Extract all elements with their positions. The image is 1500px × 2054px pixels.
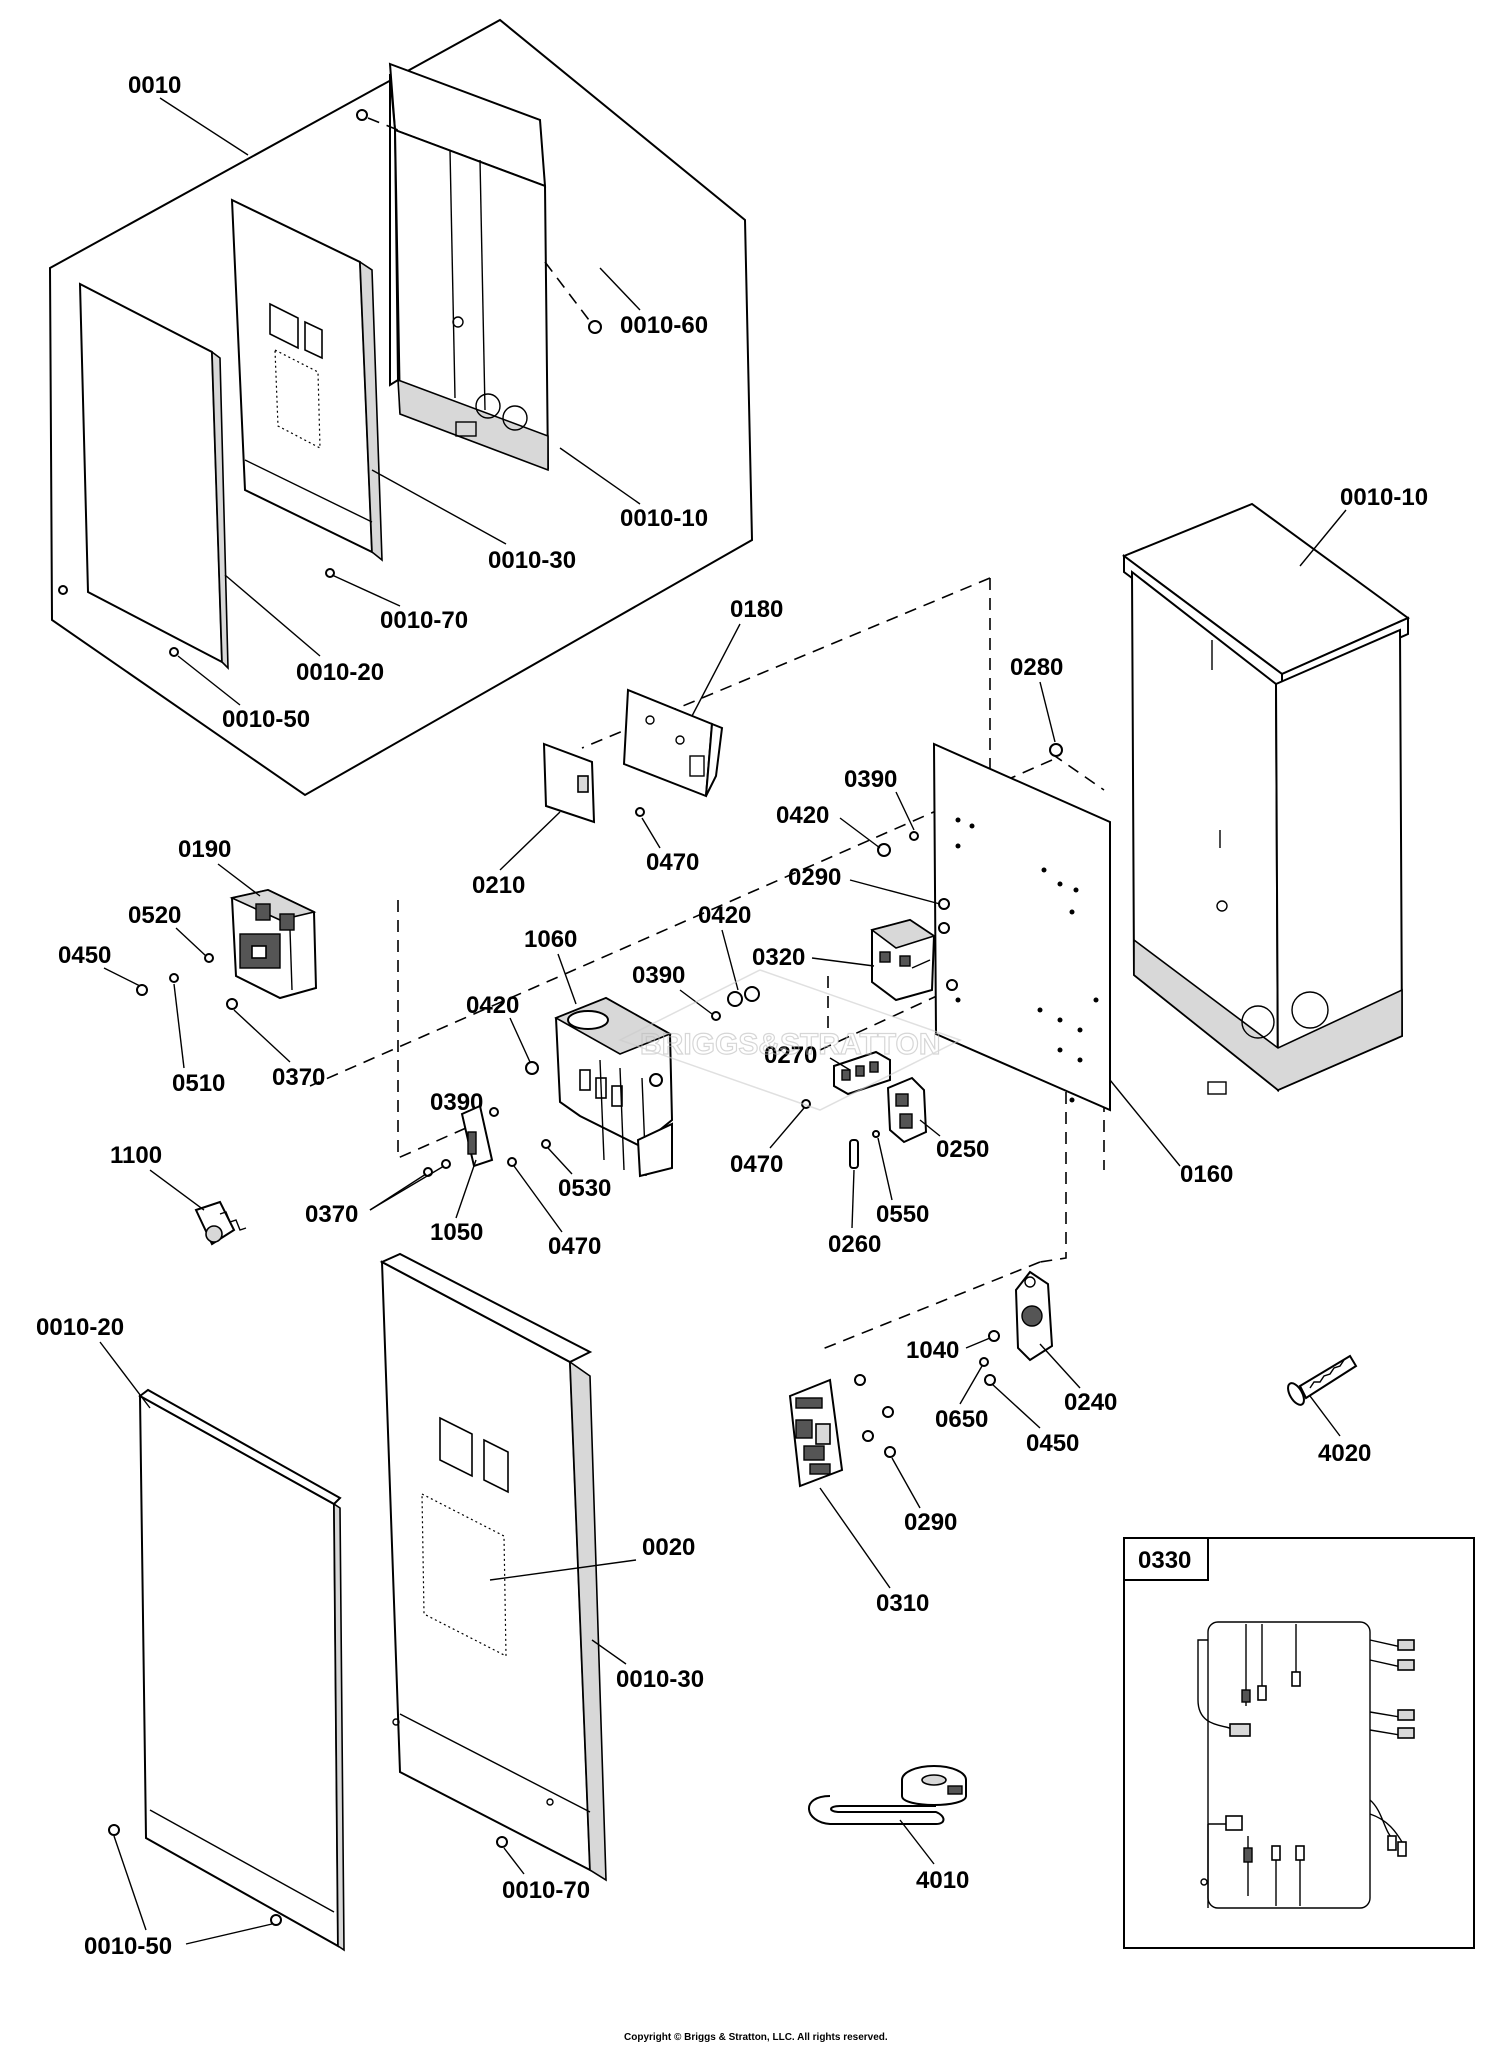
label-0010-30-bottom: 0010-30 bbox=[616, 1666, 704, 1693]
label-0650: 0650 bbox=[935, 1406, 988, 1433]
label-0510: 0510 bbox=[172, 1070, 225, 1097]
label-0010-60: 0010-60 bbox=[620, 312, 708, 339]
fuse-holder-0250 bbox=[886, 1076, 928, 1144]
label-1100: 1100 bbox=[110, 1142, 162, 1169]
bracket-0180 bbox=[622, 688, 724, 798]
svg-text:BRIGGS&STRATTON: BRIGGS&STRATTON bbox=[640, 1028, 941, 1061]
label-0420-c: 0420 bbox=[466, 992, 519, 1019]
label-0280: 0280 bbox=[1010, 654, 1063, 681]
label-0520: 0520 bbox=[128, 902, 181, 929]
label-0420-b: 0420 bbox=[698, 902, 751, 929]
switch-assembly-1060 bbox=[554, 996, 674, 1178]
plate-0210 bbox=[542, 742, 596, 824]
label-0470-b: 0470 bbox=[730, 1151, 783, 1178]
copyright-notice: Copyright © Briggs & Stratton, LLC. All … bbox=[624, 2032, 888, 2043]
label-0550: 0550 bbox=[876, 1201, 929, 1228]
label-0210: 0210 bbox=[472, 872, 525, 899]
relay-0320 bbox=[870, 918, 936, 1002]
harness-inset-0330: 0330 bbox=[1123, 1537, 1475, 1949]
label-4020: 4020 bbox=[1318, 1440, 1371, 1467]
label-0270: 0270 bbox=[764, 1042, 817, 1069]
label-0310: 0310 bbox=[876, 1590, 929, 1617]
label-1040: 1040 bbox=[906, 1337, 959, 1364]
label-0010-10-right: 0010-10 bbox=[1340, 484, 1428, 511]
label-0010-20-top: 0010-20 bbox=[296, 659, 384, 686]
harness-wires bbox=[1197, 1621, 1415, 1909]
label-0010-20-bottom: 0010-20 bbox=[36, 1314, 124, 1341]
label-0010-10-top: 0010-10 bbox=[620, 505, 708, 532]
label-0010-top: 0010 bbox=[128, 72, 181, 99]
bottom-back-panel bbox=[138, 1388, 345, 1952]
assembly-0010-frame bbox=[48, 18, 754, 797]
connector-1100 bbox=[194, 1200, 247, 1246]
label-1050: 1050 bbox=[430, 1219, 483, 1246]
label-4010: 4010 bbox=[916, 1867, 969, 1894]
label-0010-70-top: 0010-70 bbox=[380, 607, 468, 634]
label-0010-50-top: 0010-50 bbox=[222, 706, 310, 733]
label-0370-b: 0370 bbox=[305, 1201, 358, 1228]
label-0260: 0260 bbox=[828, 1231, 881, 1258]
label-0370-a: 0370 bbox=[272, 1064, 325, 1091]
right-enclosure bbox=[1121, 502, 1410, 1095]
label-0010-70-bottom: 0010-70 bbox=[502, 1877, 590, 1904]
label-0290-b: 0290 bbox=[904, 1509, 957, 1536]
label-0320: 0320 bbox=[752, 944, 805, 971]
label-0390-a: 0390 bbox=[844, 766, 897, 793]
label-0470-c: 0470 bbox=[548, 1233, 601, 1260]
receptacle-0240 bbox=[1014, 1270, 1054, 1362]
label-0290-a: 0290 bbox=[788, 864, 841, 891]
label-0470-a: 0470 bbox=[646, 849, 699, 876]
terminal-block-0270 bbox=[833, 1050, 891, 1096]
top-back-enclosure bbox=[356, 62, 602, 472]
sensor-4010 bbox=[808, 1765, 967, 1825]
control-board-0310 bbox=[788, 1378, 844, 1488]
top-back-panel bbox=[78, 282, 229, 670]
label-0420-a: 0420 bbox=[776, 802, 829, 829]
label-0010-30-top: 0010-30 bbox=[488, 547, 576, 574]
bolt-4020 bbox=[1287, 1354, 1358, 1406]
label-0190: 0190 bbox=[178, 836, 231, 863]
top-door bbox=[230, 198, 383, 562]
label-0330: 0330 bbox=[1138, 1547, 1191, 1574]
contactor-0190 bbox=[229, 888, 318, 1000]
label-0010-50-bottom: 0010-50 bbox=[84, 1933, 172, 1960]
label-1060: 1060 bbox=[524, 926, 577, 953]
label-0160: 0160 bbox=[1180, 1161, 1233, 1188]
label-0020: 0020 bbox=[642, 1534, 695, 1561]
label-0450-b: 0450 bbox=[1026, 1430, 1079, 1457]
label-0250: 0250 bbox=[936, 1136, 989, 1163]
label-0390-b: 0390 bbox=[632, 962, 685, 989]
mounting-plate-0160 bbox=[932, 742, 1111, 1112]
label-0180: 0180 bbox=[730, 596, 783, 623]
label-0450-a: 0450 bbox=[58, 942, 111, 969]
label-0240: 0240 bbox=[1064, 1389, 1117, 1416]
bracket-1050 bbox=[460, 1104, 494, 1168]
bottom-door bbox=[379, 1252, 607, 1882]
watermark: BRIGGS&STRATTON bbox=[618, 969, 962, 1111]
label-0530: 0530 bbox=[558, 1175, 611, 1202]
